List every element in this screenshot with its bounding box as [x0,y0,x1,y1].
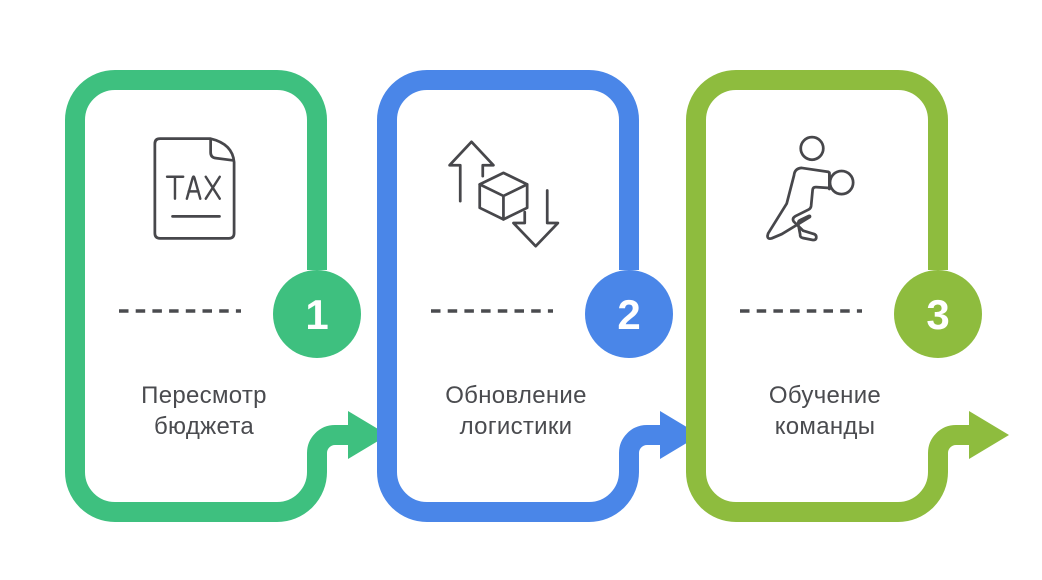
step-label: Обновление логистики [385,380,647,442]
tax-document-icon [65,126,327,258]
step-label-line1: Обучение [768,382,882,409]
step-label-line2: команды [774,413,876,440]
step-number-badge [894,270,982,358]
step-card-2: 2 Обновление логистики [377,70,700,522]
step-card-3: 3 Обучение команды [686,70,1009,522]
next-step-arrow-icon [660,411,700,459]
step-label: Обучение команды [694,380,956,442]
step-card-1: 1 Пересмотр бюджета [65,70,388,522]
step-label-line2: бюджета [154,413,254,440]
card-frame-1: 1 [65,70,388,522]
card-frame-2: 2 [377,70,700,522]
step-number: 1 [305,291,328,338]
step-label-line1: Обновление [445,382,587,409]
step-label: Пересмотр бюджета [73,380,335,442]
card-border [65,70,354,522]
next-step-arrow-icon [348,411,388,459]
card-frame-3: 3 [686,70,1009,522]
step-number-badge [273,270,361,358]
step-label-line1: Пересмотр [141,382,267,409]
step-number-badge [585,270,673,358]
step-number: 2 [617,291,640,338]
logistics-shipping-icon [377,126,639,258]
boxer-training-icon [686,126,948,258]
card-border [377,70,666,522]
step-number: 3 [926,291,949,338]
next-step-arrow-icon [969,411,1009,459]
step-label-line2: логистики [459,413,573,440]
card-border [686,70,975,522]
